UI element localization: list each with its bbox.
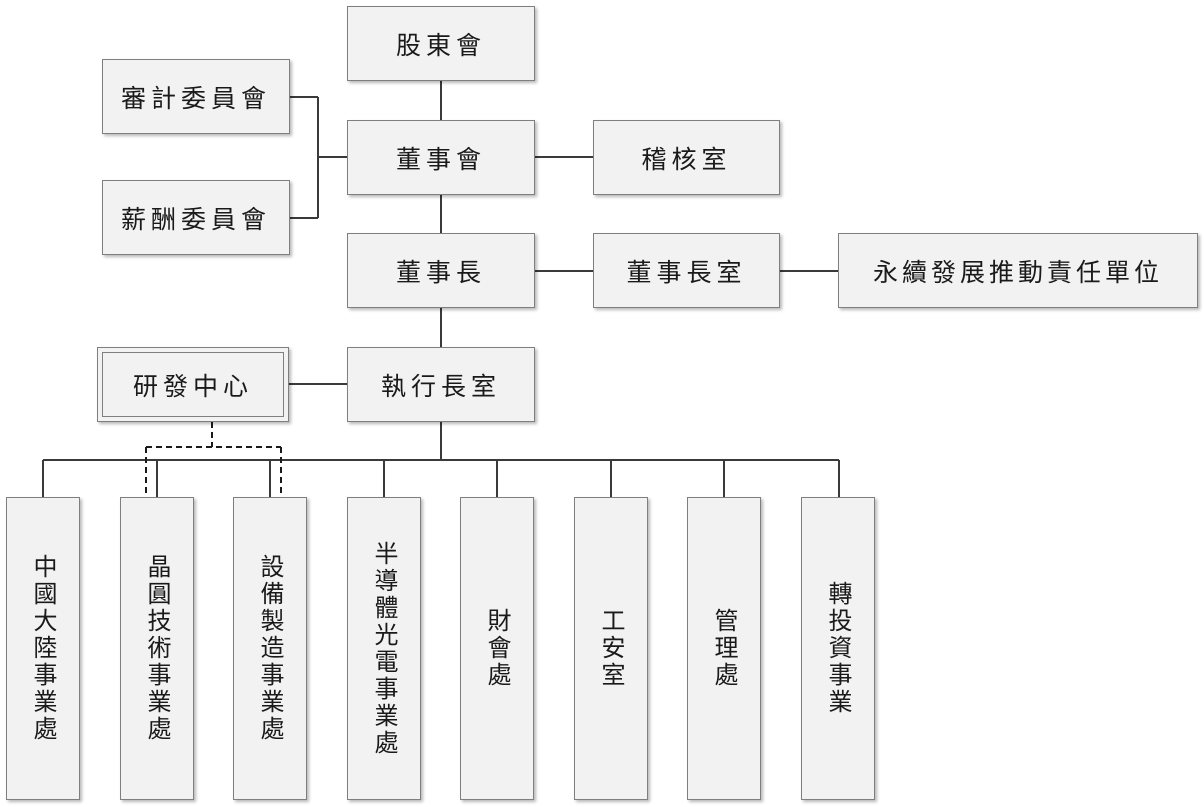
remuneration-committee-label: 薪酬委員會 bbox=[120, 204, 271, 234]
board-label: 董事會 bbox=[395, 144, 486, 174]
remuneration-committee-box: 薪酬委員會 bbox=[102, 180, 290, 255]
chairman-office-box: 董事長室 bbox=[593, 233, 780, 308]
division-label: 工安室 bbox=[597, 608, 625, 689]
chairman-box: 董事長 bbox=[347, 233, 535, 308]
division-safety-box: 工安室 bbox=[574, 497, 648, 800]
division-label: 轉投資事業 bbox=[824, 581, 852, 716]
chairman-office-label: 董事長室 bbox=[626, 257, 747, 287]
rd-center-box: 研發中心 bbox=[97, 347, 289, 422]
division-label: 管理處 bbox=[710, 608, 738, 689]
division-label: 半導體光電事業處 bbox=[370, 540, 398, 757]
audit-office-label: 稽核室 bbox=[641, 144, 732, 174]
division-label: 財會處 bbox=[483, 608, 511, 689]
division-label: 晶圓技術事業處 bbox=[143, 554, 171, 743]
division-china-box: 中國大陸事業處 bbox=[6, 497, 80, 800]
shareholders-box: 股東會 bbox=[347, 6, 535, 81]
division-finance-box: 財會處 bbox=[460, 497, 534, 800]
division-equipment-box: 設備製造事業處 bbox=[233, 497, 307, 800]
division-management-box: 管理處 bbox=[687, 497, 761, 800]
rd-center-label: 研發中心 bbox=[132, 371, 253, 401]
audit-committee-box: 審計委員會 bbox=[102, 59, 290, 134]
board-box: 董事會 bbox=[347, 120, 535, 195]
division-wafer-box: 晶圓技術事業處 bbox=[120, 497, 194, 800]
ceo-office-label: 執行長室 bbox=[380, 371, 501, 401]
division-label: 中國大陸事業處 bbox=[29, 554, 57, 743]
esg-unit-label: 永續發展推動責任單位 bbox=[872, 257, 1163, 287]
shareholders-label: 股東會 bbox=[395, 30, 486, 60]
ceo-office-box: 執行長室 bbox=[347, 347, 535, 422]
chairman-label: 董事長 bbox=[395, 257, 486, 287]
division-label: 設備製造事業處 bbox=[256, 554, 284, 743]
division-semiconductor-box: 半導體光電事業處 bbox=[347, 497, 421, 800]
audit-committee-label: 審計委員會 bbox=[120, 83, 271, 113]
audit-office-box: 稽核室 bbox=[593, 120, 780, 195]
esg-unit-box: 永續發展推動責任單位 bbox=[838, 233, 1198, 308]
division-investment-box: 轉投資事業 bbox=[801, 497, 875, 800]
